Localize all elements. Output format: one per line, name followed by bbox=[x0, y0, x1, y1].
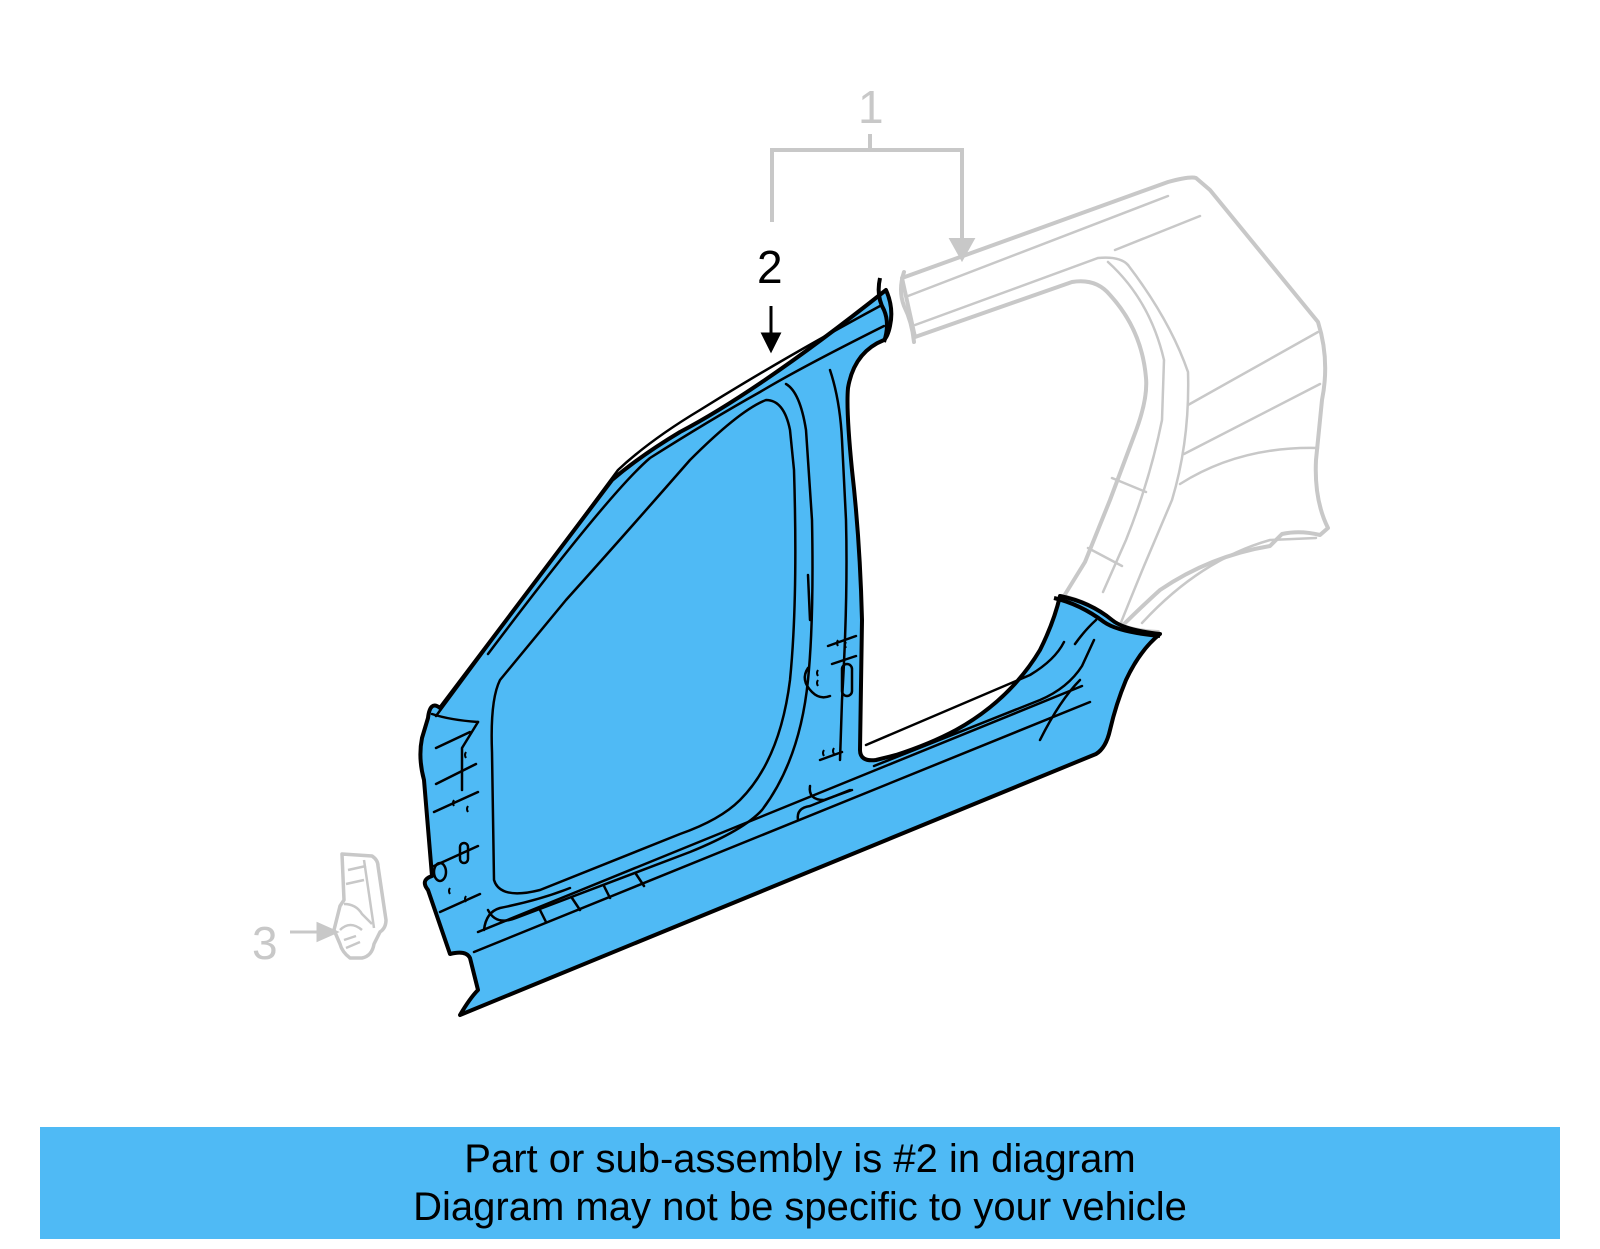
banner-line-part-number: Part or sub-assembly is #2 in diagram bbox=[464, 1137, 1136, 1181]
side-aperture-panel[interactable] bbox=[418, 277, 1162, 1017]
panel-cut-rear bbox=[1053, 596, 1161, 638]
banner-line-disclaimer: Diagram may not be specific to your vehi… bbox=[413, 1185, 1187, 1229]
disclaimer-banner: Part or sub-assembly is #2 in diagram Di… bbox=[40, 1127, 1560, 1239]
callout-2-arrow bbox=[760, 306, 782, 354]
panel-detail-lines bbox=[430, 304, 1098, 954]
bracket-part-3-detail bbox=[339, 859, 376, 950]
panel-cut-top bbox=[876, 277, 889, 343]
panel-dimples bbox=[448, 639, 847, 903]
rear-quarter-panel-ghost-detail bbox=[899, 194, 1322, 634]
rear-quarter-panel-ghost bbox=[900, 175, 1330, 642]
callout-number-3[interactable]: 3 bbox=[252, 917, 278, 969]
bracket-part-3-ghost bbox=[332, 852, 388, 960]
callout-3-arrow bbox=[290, 921, 340, 943]
callout-number-2[interactable]: 2 bbox=[757, 241, 783, 293]
parts-diagram bbox=[290, 134, 1330, 1017]
panel-outline bbox=[418, 288, 1162, 1017]
callout-number-1[interactable]: 1 bbox=[858, 81, 884, 133]
callout-1-bracket bbox=[770, 134, 976, 263]
